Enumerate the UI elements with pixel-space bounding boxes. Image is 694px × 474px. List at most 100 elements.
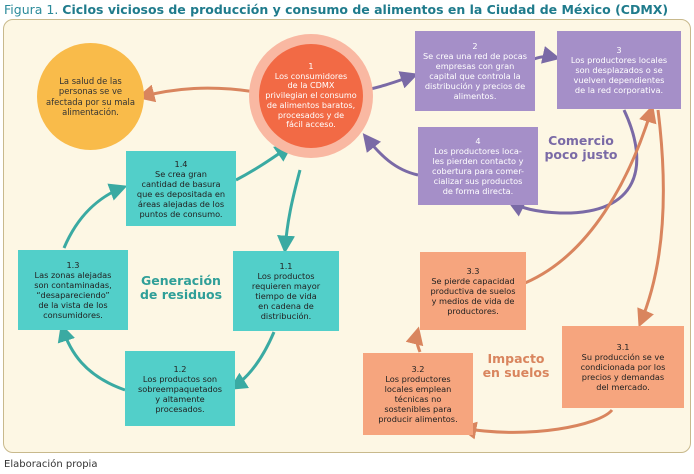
center-line: fácil acceso. [286,119,336,130]
label-line: poco justo [544,147,618,163]
box-line: distribución y precios de [424,81,526,91]
box-2: 2 Se crea una red de pocas empresas con … [415,31,535,111]
label-line: en suelos [482,365,550,381]
box-line: y altamente [155,393,205,404]
label-line: Impacto [487,351,545,366]
box-line: Los productos son [142,373,218,384]
box-line: Se pierde capacidad [431,276,515,286]
label-line: de residuos [139,287,223,303]
figure-title: Figura 1. Ciclos viciosos de producción … [4,2,668,17]
box-line: técnicas no [394,394,442,404]
arrow-3.1-to-3.2 [458,408,614,440]
box-line: son desplazados o se [575,65,663,75]
figure-title-prefix: Figura 1. [4,2,63,17]
box-line: empresas con gran [435,61,515,71]
box-num: 1.1 [279,261,293,271]
box-line: Los productores [385,374,451,384]
box-line: “desapareciendo” [36,290,110,300]
arrow-1.3-to-1.4 [62,183,128,249]
box-num: 1.3 [66,260,80,270]
center-text: 1 Los consumidores de la CDMX privilegia… [265,61,357,130]
box-line: Se crea gran [155,168,207,179]
box-line: distribución. [260,311,312,321]
box-line: Se crea una red de pocas [422,51,528,61]
source-note: Elaboración propia [4,459,98,470]
label-generacion-residuos: Generación de residuos [133,273,229,303]
label-line: Comercio [548,133,614,148]
box-1-3: 1.3 Las zonas alejadas son contaminadas,… [18,250,128,330]
box-line: productiva de suelos [430,286,516,296]
box-3-1: 3.1 Su producción se ve condicionada por… [562,326,684,408]
box-line: consumidores. [43,310,103,320]
box-line: procesados. [155,403,205,414]
box-line: vuelven dependientes [573,75,665,85]
box-line: tiempo de vida [255,291,317,301]
box-num: 3.3 [466,266,480,276]
box-line: puntos de consumo. [139,208,223,219]
arrow-1-to-health [136,84,257,103]
center-num: 1 [308,61,314,72]
health-line: La salud de las [59,75,122,86]
box-3-2: 3.2 Los productores locales emplean técn… [363,353,473,435]
box-line: capital que controla la [429,71,521,81]
box-line: Los productos [257,271,315,281]
box-3: 3 Los productores locales son desplazado… [557,31,681,109]
center-line: procesados y de [277,109,345,120]
arrow-4-to-1 [362,133,419,177]
figure-title-main: Ciclos viciosos de producción y consumo … [62,2,669,17]
box-line: les pierden contacto y [432,156,524,166]
arrow-3.2-to-3.3 [405,326,424,353]
box-line: condicionada por los [580,362,666,372]
box-1-1: 1.1 Los productos requieren mayor tiempo… [233,251,339,331]
box-4: 4 Los productores loca- les pierden cont… [418,127,538,205]
box-line: sobreempaquetados [137,383,223,394]
box-line: Los productores locales [570,55,668,65]
box-line: cializar sus productos [433,176,523,186]
box-line: áreas alejadas de los [137,198,225,209]
box-line: productores. [447,306,499,316]
arrow-2-to-3 [533,46,561,64]
center-circle: 1 Los consumidores de la CDMX privilegia… [259,44,363,148]
center-line: Los consumidores [274,70,348,81]
box-num: 1.4 [174,158,188,169]
center-line: de la CDMX [287,80,335,91]
center-line: privilegian el consumo [265,90,357,101]
arrow-3-to-3.1 [637,109,665,328]
box-num: 4 [475,136,481,146]
box-num: 3.2 [411,364,425,374]
box-line: de la vista de los [38,300,108,310]
box-num: 3 [616,45,622,55]
box-num: 1.2 [173,363,187,374]
box-line: locales emplean [384,384,452,394]
arrow-3-to-4 [506,109,639,217]
box-line: de forma directa. [442,186,514,196]
box-line: de la red corporativa. [574,85,664,95]
box-line: Los productores loca- [434,146,522,156]
box-line: que es depositada en [136,188,226,199]
box-line: requieren mayor [251,281,321,291]
health-text: La salud de las personas se ve afectada … [46,76,135,118]
label-impacto-suelos: Impacto en suelos [476,351,556,381]
health-line: afectada por su mala [46,96,135,107]
box-line: sostenibles para [384,404,452,414]
health-line: personas se ve [58,86,123,96]
box-line: cantidad de basura [141,178,221,189]
box-1-2: 1.2 Los productos son sobreempaquetados … [125,351,235,426]
box-line: y medios de vida de [431,296,515,306]
box-num: 2 [472,41,478,51]
box-line: alimentos. [453,91,497,101]
arrow-1.2-to-1.3 [57,323,126,392]
box-line: son contaminadas, [34,280,112,290]
arrow-3.3-to-3 [524,104,657,285]
label-comercio-poco-justo: Comercio poco justo [541,133,621,163]
health-line: alimentación. [62,107,119,117]
box-line: producir alimentos. [378,414,458,424]
box-line: del mercado. [596,382,650,392]
box-line: Las zonas alejadas [34,270,112,280]
arrow-1.1-to-1.2 [228,331,276,390]
box-num: 3.1 [616,342,630,352]
arrow-1-to-1.1 [277,169,302,254]
box-3-3: 3.3 Se pierde capacidad productiva de su… [420,252,526,330]
box-line: en cadena de [258,301,314,311]
box-line: cobertura para comer- [431,166,525,176]
